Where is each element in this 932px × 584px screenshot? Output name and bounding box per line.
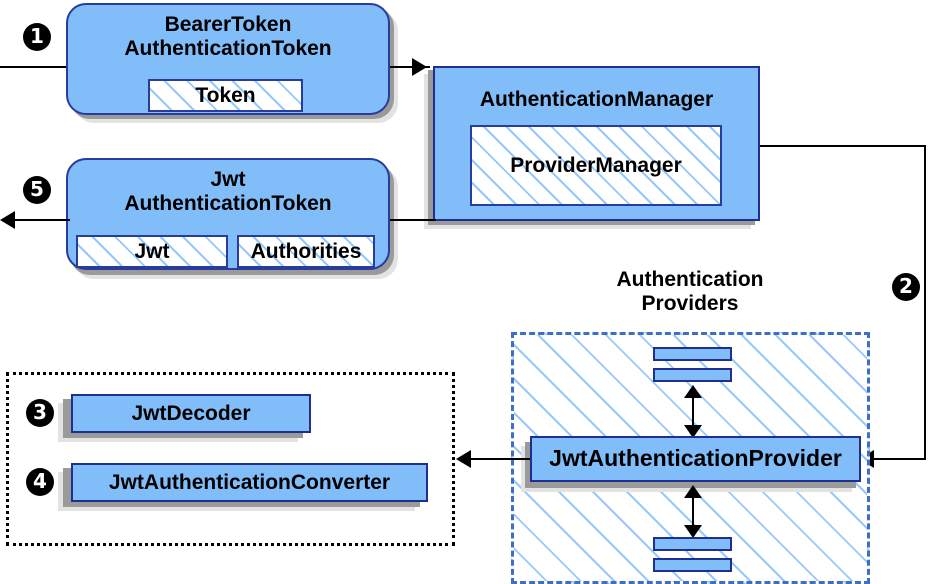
flow-arrowhead-step5-out [0, 211, 15, 229]
flow-line-step1-to-manager [390, 66, 430, 68]
node-jwt-inner-jwt[interactable]: Jwt [76, 235, 228, 268]
providers-title-line2: Providers [641, 292, 739, 316]
step-badge-1: 1 [24, 24, 50, 50]
provider-connector-top [692, 390, 694, 430]
provider-connector-bottom-arrow-up [684, 485, 702, 498]
flow-line-manager-to-jwt-token [390, 219, 436, 221]
token-label: Token [195, 83, 256, 107]
node-jwt-authentication-provider[interactable]: JwtAuthenticationProvider [530, 436, 861, 482]
provider-connector-top-arrow-up [684, 385, 702, 398]
bearer-token-title-line1: BearerToken [164, 13, 292, 36]
node-provider-manager[interactable]: ProviderManager [470, 125, 722, 206]
provider-connector-top-arrow-down [684, 425, 702, 438]
node-jwt-decoder[interactable]: JwtDecoder [71, 394, 311, 433]
flow-line-manager-right [760, 145, 926, 147]
jwt-authentication-provider-label: JwtAuthenticationProvider [549, 445, 842, 472]
flow-line-step1-in [0, 66, 70, 68]
provider-slot-top-2[interactable] [653, 368, 732, 382]
jwt-token-title-line1: Jwt [210, 168, 246, 191]
providers-region-title: Authentication Providers [590, 268, 790, 316]
step-badge-4: 4 [27, 469, 53, 495]
flow-line-into-provider [872, 458, 926, 460]
jwt-decoder-label: JwtDecoder [131, 401, 251, 425]
bearer-token-title-line2: AuthenticationToken [124, 36, 332, 60]
jwt-label: Jwt [134, 239, 170, 263]
provider-connector-bottom-arrow-down [684, 525, 702, 538]
flow-line-right-vertical [924, 145, 926, 459]
step-badge-2: 2 [893, 274, 919, 300]
authentication-manager-title: AuthenticationManager [479, 88, 714, 111]
jwt-authentication-converter-label: JwtAuthenticationConverter [108, 470, 391, 494]
provider-manager-label: ProviderManager [510, 153, 682, 177]
node-jwt-inner-authorities[interactable]: Authorities [237, 235, 375, 268]
providers-title-line1: Authentication [616, 268, 764, 291]
jwt-token-title-line2: AuthenticationToken [124, 191, 332, 215]
node-bearer-token-inner-token[interactable]: Token [148, 79, 303, 112]
provider-slot-bottom-2[interactable] [653, 558, 732, 572]
flow-arrowhead-to-manager [412, 58, 427, 76]
provider-connector-bottom [692, 490, 694, 530]
provider-slot-top-1[interactable] [653, 347, 732, 361]
authorities-label: Authorities [250, 239, 362, 263]
flow-arrowhead-to-dotted-region [456, 450, 471, 468]
provider-slot-bottom-1[interactable] [653, 537, 732, 551]
node-jwt-authentication-converter[interactable]: JwtAuthenticationConverter [71, 463, 428, 502]
step-badge-3: 3 [27, 400, 53, 426]
flow-line-provider-to-dotted-region [470, 458, 530, 460]
step-badge-5: 5 [24, 177, 50, 203]
flow-line-step5-out [6, 219, 70, 221]
jwt-support-region [6, 372, 455, 546]
